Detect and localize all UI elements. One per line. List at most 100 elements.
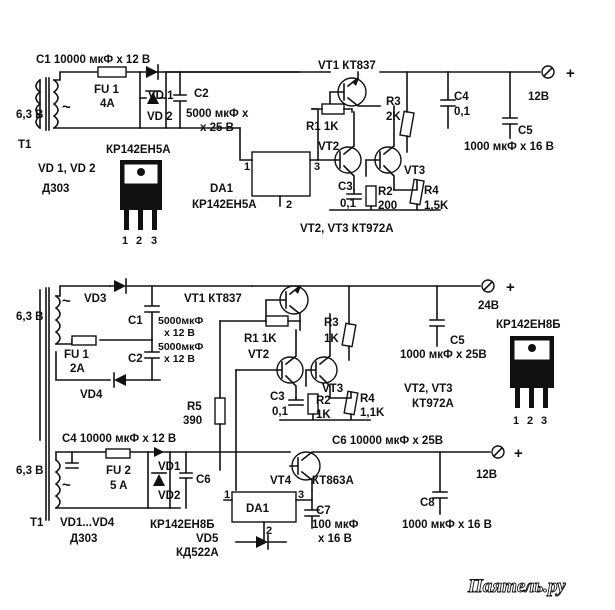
bottom-plus-24: + xyxy=(506,279,515,296)
vd2-label: VD 2 xyxy=(147,111,173,123)
bottom-package-drawing xyxy=(510,336,554,408)
bottom-c4-label: C4 10000 мкФ х 12 В xyxy=(62,433,176,445)
r1-resistor xyxy=(321,103,345,115)
vd5-label: VD5 xyxy=(196,533,219,545)
bottom-r3-label: R3 xyxy=(324,317,339,329)
top-transformer-voltage: 6,3 В xyxy=(16,109,44,121)
bottom-c6-small-capacitor xyxy=(179,451,193,509)
vd5-type: КД522А xyxy=(176,547,219,559)
bottom-pkg-pin3: 3 xyxy=(541,415,547,427)
bottom-vt23-type: КТ972А xyxy=(412,398,454,410)
bottom-vt2-transistor xyxy=(235,329,304,399)
bottom-transformer-1: ~ xyxy=(39,285,111,521)
ac-symbol-3: ~ xyxy=(62,477,71,494)
top-r3-value: 2K xyxy=(386,111,401,123)
bottom-fu1-label: FU 1 xyxy=(64,349,90,361)
fu2-fuse xyxy=(105,448,131,459)
r5-label: R5 xyxy=(187,401,202,413)
c2-value-1: 5000 мкФ х xyxy=(186,108,249,120)
top-d303-label: Д303 xyxy=(42,183,69,195)
top-r2-value: 200 xyxy=(378,200,397,212)
top-c3-label: C3 xyxy=(338,181,353,193)
bottom-c2-value-2: х 12 В xyxy=(164,353,195,365)
vt4-label: VT4 xyxy=(270,475,292,487)
top-transformer: ~ xyxy=(35,71,301,131)
top-schematic: ~ xyxy=(16,54,575,247)
vt2-transistor xyxy=(317,111,362,191)
top-c5-value: 1000 мкФ х 16 В xyxy=(464,141,554,153)
bottom-schematic: ~ xyxy=(16,278,561,559)
c8-label: C8 xyxy=(420,497,435,509)
bottom-pkg-pin1: 1 xyxy=(513,415,519,427)
r5-resistor xyxy=(214,397,226,425)
bottom-c1-value-1: 5000мкФ xyxy=(158,315,203,327)
bottom-r3-resistor xyxy=(341,322,357,348)
r5-value: 390 xyxy=(183,415,202,427)
top-r4-label: R4 xyxy=(424,185,439,197)
bottom-fu1-rating: 2A xyxy=(70,363,85,375)
top-r1-label: R1 1K xyxy=(306,121,339,133)
bottom-pkg-pin2: 2 xyxy=(527,415,533,427)
r3-resistor xyxy=(399,110,415,138)
bottom-vd14-label: VD1...VD4 xyxy=(60,517,115,529)
fu2-label: FU 2 xyxy=(106,465,131,477)
vt3-transistor xyxy=(365,105,402,191)
top-da1-regulator xyxy=(251,151,311,197)
top-r4-value: 1,5K xyxy=(424,200,449,212)
bottom-vt3-transistor xyxy=(305,313,338,399)
top-vt23-label: VT2, VT3 КТ972А xyxy=(300,223,394,235)
top-vd12-label: VD 1, VD 2 xyxy=(38,163,96,175)
c7-label: C7 xyxy=(316,505,331,517)
bottom-c1-capacitor xyxy=(144,285,160,341)
fu2-rating: 5 A xyxy=(110,480,127,492)
vd2-diode xyxy=(147,92,159,104)
vd1-label: VD 1 xyxy=(148,90,174,102)
bottom-da1-pin3: 3 xyxy=(298,489,304,501)
bottom-c1-value-2: х 12 В xyxy=(164,327,195,339)
ac-symbol: ~ xyxy=(62,99,71,116)
top-c3-value: 0,1 xyxy=(340,198,357,210)
bottom-t1-label: T1 xyxy=(30,517,44,529)
c8-capacitor xyxy=(432,451,448,515)
top-da1-type: КР142ЕН5А xyxy=(192,199,257,211)
bottom-r4-resistor xyxy=(343,390,359,416)
bottom-c4-capacitor xyxy=(65,451,79,469)
top-r3-label: R3 xyxy=(386,96,401,108)
bottom-c2-label: C2 xyxy=(128,353,143,365)
top-rectifier xyxy=(139,64,167,129)
bottom-da1-pin1: 1 xyxy=(224,489,230,501)
bottom-da1-type: КР142ЕН8Б xyxy=(150,519,215,531)
top-da1-pin1: 1 xyxy=(244,161,250,173)
bottom-vd1-label: VD1 xyxy=(158,461,181,473)
c7-value-2: х 16 В xyxy=(318,533,352,545)
bottom-c5-label: C5 xyxy=(450,335,465,347)
bottom-r2-label: R2 xyxy=(316,395,331,407)
top-c4-value: 0,1 xyxy=(454,106,471,118)
bottom-r1-resistor xyxy=(265,315,289,327)
bottom-c5-capacitor xyxy=(429,285,445,347)
bottom-c2-capacitor xyxy=(144,339,160,381)
vt4-type: КТ863А xyxy=(312,475,354,487)
bottom-r1-label: R1 1K xyxy=(244,333,277,345)
bottom-vt2-label: VT2 xyxy=(248,349,269,361)
top-r2-label: R2 xyxy=(378,186,393,198)
bottom-c6-small-label: C6 xyxy=(196,474,211,486)
vd5-diode xyxy=(256,536,268,548)
vd4-diode xyxy=(114,374,126,386)
vd1-diode xyxy=(146,66,158,78)
bottom-12v-label: 12В xyxy=(476,469,497,481)
r2-resistor xyxy=(365,185,377,207)
bottom-c3-value: 0,1 xyxy=(272,406,289,418)
vd3-label: VD3 xyxy=(84,293,106,305)
bottom-c3-label: C3 xyxy=(270,391,285,403)
top-vt3-label: VT3 xyxy=(404,165,425,177)
c2-value-2: х 25 В xyxy=(200,122,234,134)
fu1-label: FU 1 xyxy=(94,84,120,96)
top-c4-label: C4 xyxy=(454,91,469,103)
c2-capacitor xyxy=(173,71,187,129)
vd3-diode xyxy=(114,280,126,292)
top-da1-pin2: 2 xyxy=(286,199,292,211)
bottom-c6-label: C6 10000 мкФ х 25В xyxy=(332,435,443,447)
bottom-vt23-label: VT2, VT3 xyxy=(404,383,453,395)
